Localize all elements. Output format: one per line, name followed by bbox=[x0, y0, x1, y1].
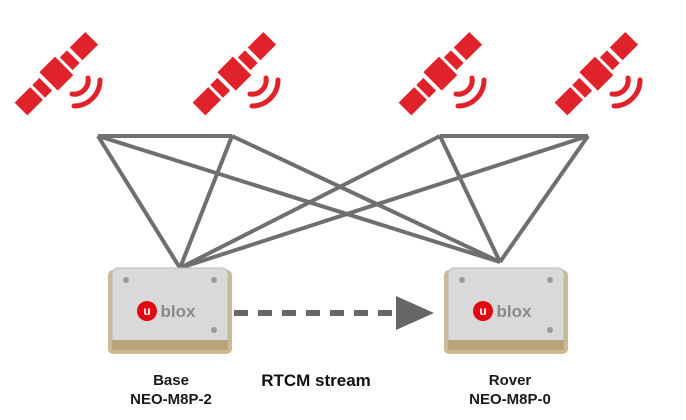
logo-mark: u bbox=[479, 304, 486, 318]
signal-line bbox=[179, 134, 589, 270]
satellite-icon bbox=[193, 32, 278, 115]
signal-line bbox=[97, 134, 501, 264]
satellite-2 bbox=[193, 32, 278, 115]
satellite-icon bbox=[399, 32, 484, 115]
base-model-label: NEO-M8P-2 bbox=[130, 391, 212, 408]
ublox-logo: u blox bbox=[473, 301, 532, 321]
rover-model-label: NEO-M8P-0 bbox=[469, 391, 551, 408]
logo-text: blox bbox=[497, 302, 532, 321]
signal-line bbox=[178, 135, 234, 269]
ublox-logo: u blox bbox=[137, 301, 196, 321]
signal-line bbox=[96, 134, 182, 270]
signal-line bbox=[438, 135, 502, 263]
rover-caption: Rover NEO-M8P-0 bbox=[450, 371, 570, 409]
base-role-label: Base bbox=[153, 372, 189, 389]
arrow-head-icon bbox=[396, 296, 434, 330]
signal-line bbox=[231, 134, 501, 264]
satellite-3 bbox=[399, 32, 484, 115]
rover-role-label: Rover bbox=[488, 372, 532, 389]
signal-lines bbox=[96, 134, 590, 270]
signal-line bbox=[179, 134, 441, 270]
rtcm-stream-label: RTCM stream bbox=[261, 371, 371, 390]
logo-mark: u bbox=[143, 304, 150, 318]
satellite-icon bbox=[15, 32, 100, 115]
logo-text: blox bbox=[161, 302, 196, 321]
signal-line bbox=[498, 134, 590, 264]
satellite-4 bbox=[555, 32, 640, 115]
base-module: u blox bbox=[108, 267, 232, 354]
rtcm-stream-arrow bbox=[234, 296, 434, 330]
satellite-1 bbox=[15, 32, 100, 115]
rover-module: u blox bbox=[444, 267, 568, 354]
satellite-icon bbox=[555, 32, 640, 115]
base-caption: Base NEO-M8P-2 bbox=[116, 371, 226, 409]
